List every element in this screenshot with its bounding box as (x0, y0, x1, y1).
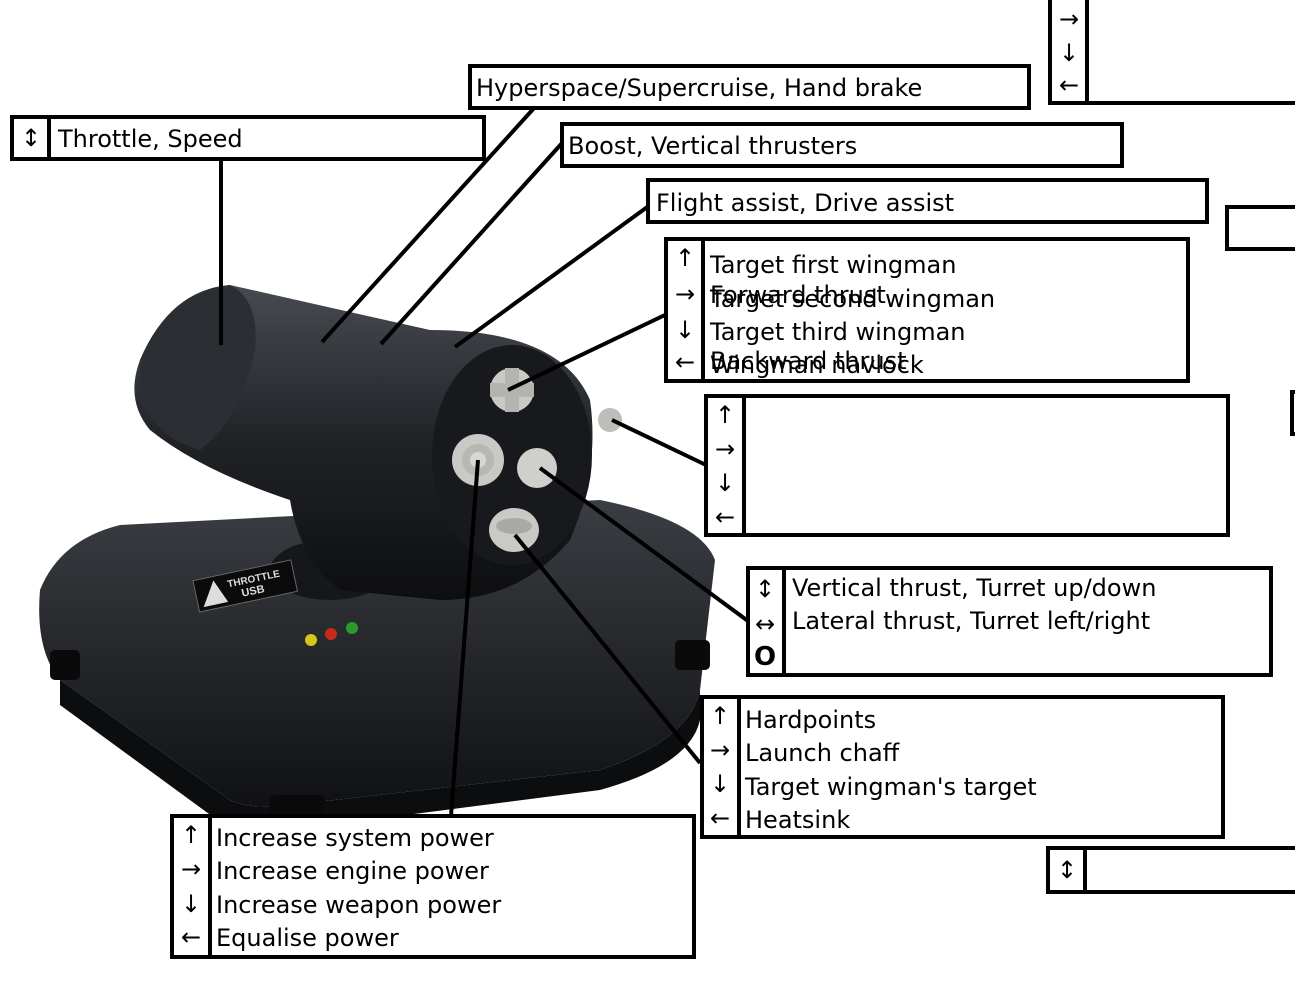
up-arrow-icon: ↑ (180, 821, 202, 849)
down-arrow-icon: ↓ (714, 469, 736, 497)
led-green (346, 622, 358, 634)
hyperspace-box: Hyperspace/Supercruise, Hand brake (468, 64, 1031, 110)
flight-assist-label: Flight assist, Drive assist (656, 189, 955, 217)
left-arrow-icon: ← (674, 348, 696, 376)
wingman-up-label: Target first wingman (710, 251, 957, 279)
right-arrow-icon: → (180, 855, 202, 883)
led-yellow (305, 634, 317, 646)
throttle-label: Throttle, Speed (58, 125, 243, 153)
press-icon: O (753, 642, 777, 672)
right-arrow-icon: → (674, 280, 696, 308)
partial-box-right-1 (1225, 205, 1295, 251)
left-arrow-icon: ← (709, 804, 731, 832)
flight-assist-box: Flight assist, Drive assist (646, 178, 1209, 224)
partial-box-bottom-right: ↕ (1046, 846, 1295, 894)
throttle-logo: THROTTLE USB (192, 559, 299, 613)
left-arrow-icon: ← (180, 923, 202, 951)
throttle-base (39, 500, 715, 832)
up-arrow-icon: ↑ (714, 401, 736, 429)
updown-arrow-icon: ↕ (20, 124, 42, 152)
led-red (325, 628, 337, 640)
leftright-arrow-icon: ↔ (754, 610, 776, 638)
wingman-left-label-b: Wingman navlock (710, 351, 924, 379)
hardpoints-hat-switch[interactable] (489, 508, 539, 552)
wingman-down-label: Target third wingman (710, 318, 966, 346)
right-arrow-icon: → (709, 736, 731, 764)
left-arrow-icon: ← (714, 503, 736, 531)
down-arrow-icon: ↓ (1058, 39, 1080, 67)
hardpoints-down-label: Target wingman's target (745, 773, 1037, 801)
mini-stick[interactable] (517, 448, 557, 488)
wingman-hat-box: ↑ → ↓ ← Target first wingman Forward thr… (664, 237, 1190, 383)
power-up-label: Increase system power (216, 824, 494, 852)
leader-lines (219, 105, 750, 817)
down-arrow-icon: ↓ (709, 770, 731, 798)
right-arrow-icon: → (1058, 5, 1080, 33)
wingman-right-label-a: Forward thrust (710, 281, 886, 309)
power-right-label: Increase engine power (216, 857, 489, 885)
updown-arrow-icon: ↕ (1056, 856, 1078, 884)
up-arrow-icon: ↑ (709, 702, 731, 730)
boost-label: Boost, Vertical thrusters (568, 132, 858, 160)
updown-arrow-icon: ↕ (754, 575, 776, 603)
partial-box-top-right: → ↓ ← (1048, 0, 1295, 105)
power-left-label: Equalise power (216, 924, 399, 952)
hyperspace-label: Hyperspace/Supercruise, Hand brake (476, 74, 923, 102)
wingman-right-label-b: Target second wingman (710, 285, 996, 313)
hardpoints-hat-box: ↑ → ↓ ← Hardpoints Launch chaff Target w… (700, 695, 1225, 839)
down-arrow-icon: ↓ (674, 316, 696, 344)
hardpoints-left-label: Heatsink (745, 806, 851, 834)
throttle-axis-box: ↕ Throttle, Speed (10, 115, 486, 161)
hardpoints-right-label: Launch chaff (745, 739, 900, 767)
boost-box: Boost, Vertical thrusters (560, 122, 1124, 168)
throttle-grip (134, 285, 593, 600)
right-arrow-icon: → (714, 435, 736, 463)
hardpoints-up-label: Hardpoints (745, 706, 877, 734)
left-arrow-icon: ← (1058, 71, 1080, 99)
up-arrow-icon: ↑ (674, 244, 696, 272)
wingman-left-label-a: Backward thrust (710, 347, 907, 375)
power-hat-box: ↑ → ↓ ← Increase system power Increase e… (170, 814, 696, 959)
mini-stick-box: ↕ ↔ O Vertical thrust, Turret up/down La… (746, 566, 1273, 677)
logo-line2: USB (241, 583, 266, 600)
lateral-thrust-label: Lateral thrust, Turret left/right (792, 607, 1151, 635)
down-arrow-icon: ↓ (180, 890, 202, 918)
power-down-label: Increase weapon power (216, 891, 502, 919)
side-hat-box: ↑ → ↓ ← (704, 394, 1230, 537)
hat-switch-side[interactable] (598, 408, 622, 432)
vertical-thrust-label: Vertical thrust, Turret up/down (792, 574, 1157, 602)
partial-box-right-2 (1290, 390, 1295, 436)
